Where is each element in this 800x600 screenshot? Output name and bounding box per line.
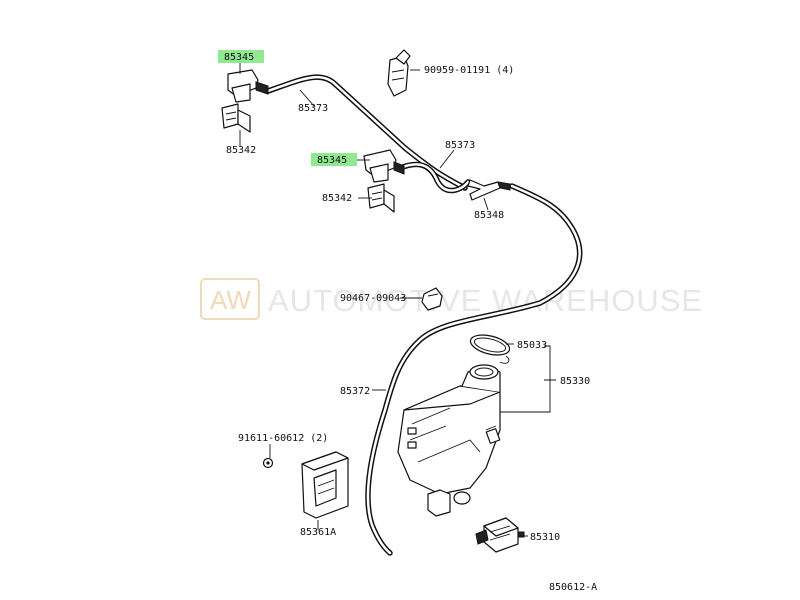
diagram-code: 850612-A [549, 582, 597, 593]
label-clamp-top[interactable]: 85342 [226, 145, 256, 156]
label-hose-top[interactable]: 85373 [298, 103, 328, 114]
label-clamp-mid[interactable]: 85342 [322, 193, 352, 204]
watermark-logo: AW [210, 285, 251, 315]
bolt-91611 [262, 457, 274, 469]
highlight-nozzle-mid [311, 153, 357, 166]
clip-90467 [421, 287, 443, 311]
label-nozzle-mid[interactable]: 85345 [317, 155, 347, 166]
label-cap[interactable]: 85033 [517, 340, 547, 351]
clip-90959 [387, 49, 411, 97]
hose-85373-mid [397, 161, 471, 194]
watermark: AW AUTOMOTIVE WAREHOUSE [200, 278, 703, 320]
highlight-nozzle-top [218, 50, 264, 63]
nozzle-top [227, 69, 269, 103]
label-clip-right[interactable]: 90959-01191 (4) [424, 65, 514, 76]
leader-lines [239, 62, 556, 537]
motor-85310 [475, 517, 525, 553]
label-hose-mid[interactable]: 85373 [445, 140, 475, 151]
label-nozzle-top[interactable]: 85345 [224, 52, 254, 63]
joint-85348 [467, 179, 511, 201]
cap-85033 [469, 334, 511, 364]
label-tank-assy[interactable]: 85330 [560, 376, 590, 387]
label-bolt[interactable]: 91611-60612 (2) [238, 433, 328, 444]
label-joint[interactable]: 85348 [474, 210, 504, 221]
tank-85330 [397, 364, 501, 517]
clamp-top [221, 103, 251, 133]
clamp-mid [367, 183, 395, 213]
hose-85372-long [365, 183, 583, 556]
label-clip-center[interactable]: 90467-09043 [340, 293, 406, 304]
label-bracket[interactable]: 85361A [300, 527, 336, 538]
bracket-85361a [301, 451, 349, 519]
label-hose-long[interactable]: 85372 [340, 386, 370, 397]
hose-85373-top [265, 74, 468, 191]
watermark-text: AUTOMOTIVE WAREHOUSE [268, 283, 703, 318]
label-motor[interactable]: 85310 [530, 532, 560, 543]
nozzle-mid [363, 149, 405, 183]
